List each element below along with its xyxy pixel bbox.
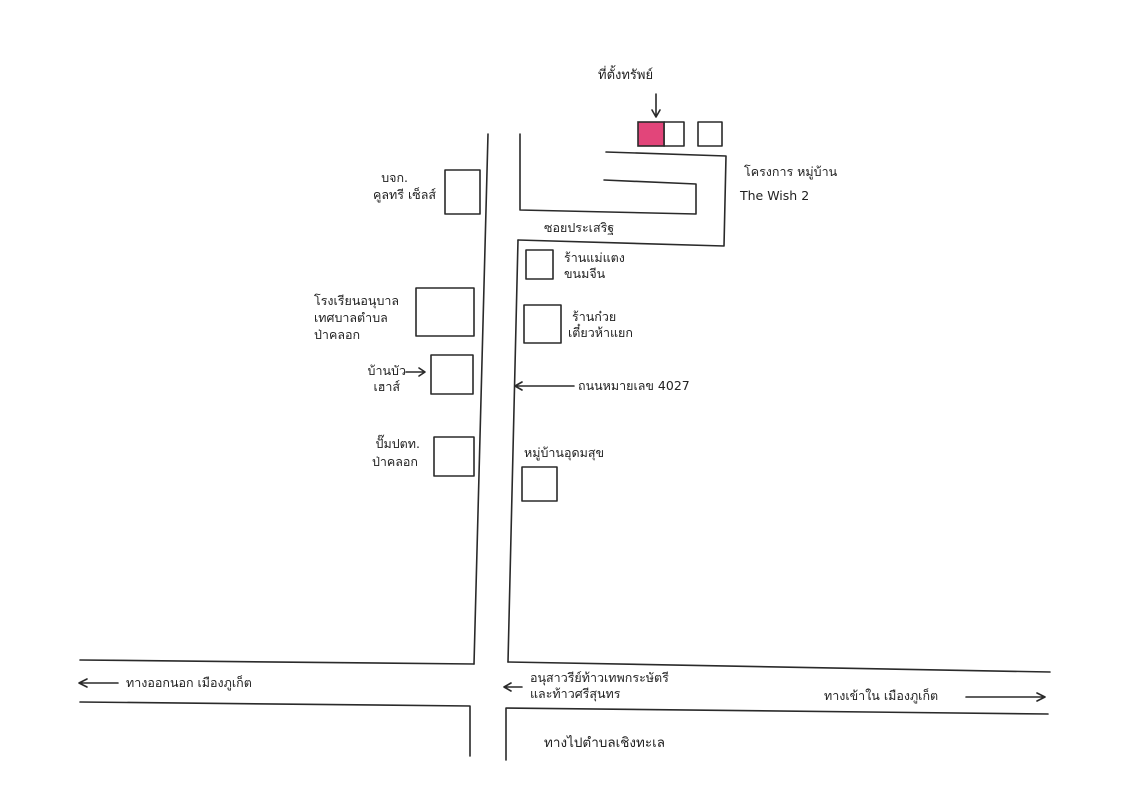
soi-lower-edge [517, 151, 727, 247]
out-city-arrow [78, 678, 119, 688]
village-project-label: โครงการ หมู่บ้าน [744, 164, 838, 179]
house-label-1: บ้านบัว [367, 363, 406, 378]
to-cherngtalay-label: ทางไปตำบลเชิงทะเล [544, 735, 666, 751]
school-label-1: โรงเรียนอนุบาล [314, 293, 400, 308]
shop-mae-tang-label-2: ขนมจีน [564, 266, 606, 281]
map-ink [78, 93, 1051, 761]
building-mae-tang [525, 249, 554, 280]
out-city-label: ทางออกนอก เมืองภูเก็ต [126, 675, 252, 690]
company-label-2: คูลทรี เซ็ลส์ [373, 187, 436, 202]
ptt-label-1: ปั๊มปตท. [375, 436, 420, 451]
ptt-label-2: ป่าคลอก [371, 454, 418, 469]
building-school [415, 287, 475, 337]
shop-noodle-label-1: ร้านก๋วย [572, 309, 617, 324]
company-label-1: บจก. [381, 170, 408, 185]
monument-label-2: และท้าวศรีสุนทร [530, 686, 621, 701]
school-label-3: ป่าคลอก [314, 327, 361, 342]
monument-arrow [503, 682, 523, 692]
shop-noodle-label-2: เตี๋ยวห้าแยก [568, 325, 633, 340]
cross-road-top-left [79, 659, 475, 665]
location-arrow [651, 93, 661, 118]
village-udom-label: หมู่บ้านอุดมสุข [524, 445, 605, 460]
into-city-label: ทางเข้าใน เมืองภูเก็ต [824, 688, 939, 703]
cross-road-bottom-right [505, 707, 1049, 761]
school-label-2: เทศบาลตำบล [314, 310, 388, 325]
soi-upper-edge [519, 133, 697, 215]
cross-road-top-right [507, 661, 1051, 673]
cross-road-bottom-left [79, 701, 471, 757]
house-label-2: เฮาส์ [373, 379, 400, 394]
building-village-udom [521, 466, 558, 502]
soi-label: ซอยประเสริฐ [544, 220, 615, 235]
building-ptt [433, 436, 475, 477]
main-road-left-edge [473, 133, 489, 665]
building-house [430, 354, 474, 395]
location-label: ที่ตั้งทรัพย์ [598, 68, 654, 83]
village-project-name: The Wish 2 [740, 188, 810, 203]
shop-mae-tang-label-1: ร้านแม่แตง [564, 250, 625, 265]
road-arrow [514, 381, 575, 391]
property-location-marker [637, 121, 665, 147]
building-company [444, 169, 481, 215]
main-road-right-edge [507, 239, 519, 663]
road-label: ถนนหมายเลข 4027 [578, 378, 690, 393]
into-city-arrow [965, 692, 1046, 702]
monument-label-1: อนุสาวรีย์ท้าวเทพกระษัตรี [530, 670, 669, 685]
house-arrow [405, 367, 426, 377]
building-noodle [523, 304, 562, 344]
building-property-3 [697, 121, 723, 147]
building-property-2 [663, 121, 685, 147]
